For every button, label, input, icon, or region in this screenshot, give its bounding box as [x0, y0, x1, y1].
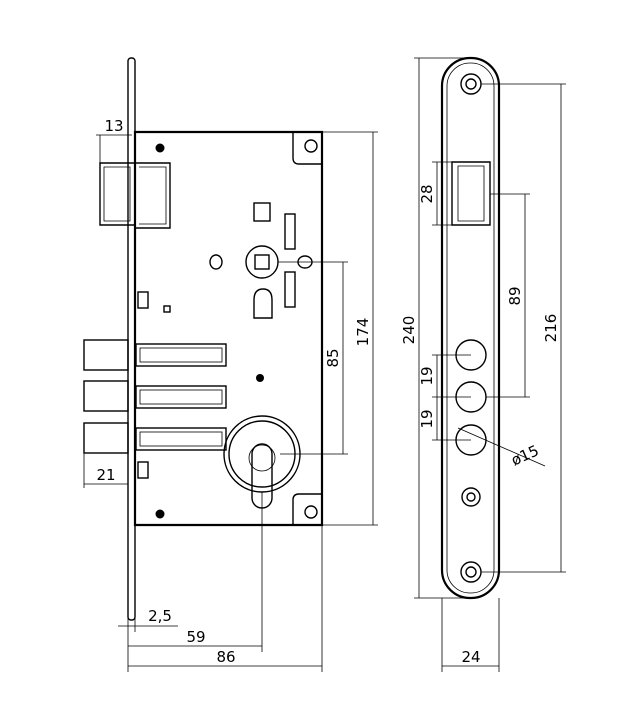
dim-hole-spacing-1: 19: [418, 366, 436, 385]
dim-faceplate-length: 240: [400, 316, 418, 345]
dim-faceplate-width: 24: [461, 648, 480, 666]
dim-bolt-to-cylinder: 89: [506, 286, 524, 305]
small-round-hole-outer: [461, 487, 481, 507]
latch-bar-3-inner: [139, 431, 223, 447]
dead-bolt-inner: [103, 166, 131, 222]
dim-faceplate-thickness: 2,5: [148, 607, 172, 625]
bolt-carrier: [135, 162, 171, 229]
dim-backset-total: 86: [216, 648, 235, 666]
corner-tab-top: [292, 132, 322, 165]
slot-upper: [284, 213, 296, 250]
faceplate-screw-bottom-inner: [465, 566, 477, 578]
lock-case-side-view: [83, 57, 324, 621]
bolt-carrier-inner: [139, 166, 167, 225]
faceplate-screw-top-inner: [465, 78, 477, 90]
faceplate-dimensions: [414, 57, 566, 672]
faceplate-outer: [440, 56, 501, 600]
dim-case-height: 174: [354, 318, 372, 347]
dim-latch-projection: 21: [96, 466, 115, 484]
latch-bar-1-inner: [139, 347, 223, 363]
faceplate-screw-bottom-outer: [460, 561, 482, 583]
latch-bar-3: [135, 427, 227, 451]
rivet-bottom-left: [155, 509, 165, 519]
faceplate-front-view: [440, 56, 501, 600]
dim-screw-spacing: 216: [542, 314, 560, 343]
screw-hole-bottom-right: [304, 505, 318, 519]
lock-case-outline: [133, 130, 324, 527]
dim-center-distance: 85: [324, 348, 342, 367]
cylinder-keyhole: [251, 443, 273, 509]
rivet-center: [256, 374, 264, 382]
corner-tab-bottom: [292, 493, 322, 525]
follower-outer: [245, 245, 279, 279]
latch-guide-bottom: [137, 461, 149, 479]
latch-guide-top: [137, 291, 149, 309]
bolt-opening: [451, 161, 491, 226]
faceplate-screw-top-outer: [460, 73, 482, 95]
latch-bar-1: [135, 343, 227, 367]
dim-bolt-width: 28: [418, 184, 436, 203]
bolt-face: [457, 165, 485, 222]
oval-hole-left: [209, 254, 223, 270]
dim-hole-spacing-2: 19: [418, 409, 436, 428]
slot-lower: [284, 271, 296, 308]
rivet-top-left: [155, 143, 165, 153]
square-cutout: [253, 202, 271, 222]
faceplate-inner: [446, 62, 495, 594]
latch-group: [83, 339, 227, 454]
side-view-dimensions: [83, 131, 378, 672]
latch-1: [83, 339, 129, 371]
small-notch: [163, 305, 171, 313]
dim-bolt-offset: 13: [104, 117, 123, 135]
latch-2: [83, 380, 129, 412]
arch-cutout: [253, 288, 273, 319]
screw-hole-top-right: [304, 139, 318, 153]
dim-hole-diameter: ø15: [508, 441, 541, 469]
cylinder-cam: [248, 444, 276, 472]
follower-square: [254, 254, 270, 270]
dim-backset: 59: [186, 628, 205, 646]
latch-3: [83, 422, 129, 454]
latch-bar-2: [135, 385, 227, 409]
small-round-hole-inner: [466, 492, 476, 502]
latch-bar-2-inner: [139, 389, 223, 405]
dead-bolt-outer: [99, 162, 136, 226]
